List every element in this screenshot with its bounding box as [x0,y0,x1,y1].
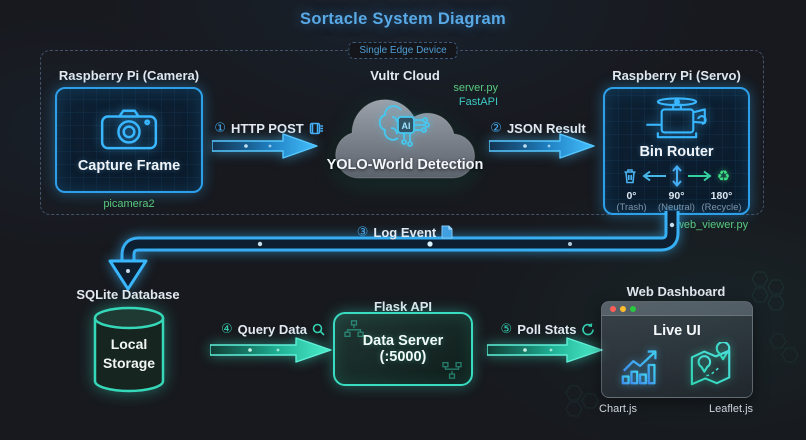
step-number-2: ② [490,120,502,135]
http-post-arrow-label: ① HTTP POST [206,120,332,136]
poll-stats-text: Poll Stats [517,321,577,337]
flask-node-box: Data Server (:5000) [333,312,473,386]
dashboard-tag-leafletjs: Leaflet.js [708,403,754,415]
map-icon [690,342,731,386]
servo-node-title: Raspberry Pi (Servo) [612,68,741,83]
document-icon [441,225,453,239]
single-edge-device-badge: Single Edge Device [348,42,458,59]
log-event-pipe [108,211,680,291]
dashboard-node-label: Live UI [653,323,701,339]
cloud-node-title: Vultr Cloud [370,68,440,83]
angle-neutral-name: (Neutral) [658,202,695,213]
flask-node-title: Flask API [373,299,433,314]
hex-pattern-decoration [751,271,785,311]
query-data-text: Query Data [237,321,308,337]
sitemap-icon [344,320,364,338]
window-close-dot [610,305,616,312]
servo-node-label: Bin Router [639,144,714,160]
window-minimize-dot [620,305,626,312]
recycle-icon: ♻ [716,167,731,185]
hex-pattern-decoration [769,333,799,363]
flask-node-label: Data Server [362,333,444,349]
sqlite-node-label: Local Storage [92,335,166,373]
step-number-5: ⑤ [500,321,513,336]
http-post-text: HTTP POST [230,120,304,136]
poll-stats-flow-arrow [487,337,603,363]
ai-brain-icon: AI [378,105,430,147]
cloud-shape [335,99,475,179]
angle-trash-name: (Trash) [616,202,647,213]
servo-node-sublabel: web_viewer.py [675,219,749,231]
window-maximize-dot [630,305,636,312]
refresh-icon [582,322,595,335]
sitemap-icon [442,361,462,379]
angle-trash: 0° [626,190,637,202]
http-post-flow-arrow [212,133,318,159]
servo-node-box: Bin Router ♻ 0° (Trash) 90° (Neutral) 18… [603,87,750,215]
page-title: Sortacle System Diagram [300,10,506,28]
browser-title-bar [602,302,752,316]
log-event-text: Log Event [373,224,437,240]
camera-node-sublabel: picamera2 [103,198,155,210]
camera-node-label: Capture Frame [77,158,181,174]
updown-arrow-icon [672,165,682,187]
cloud-node-label: YOLO-World Detection [326,157,484,173]
sqlite-label-line2: Storage [102,354,156,371]
cloud-tag-fastapi: FastAPI [458,96,498,108]
sqlite-label-line1: Local [110,336,148,352]
left-arrow-icon [642,170,666,182]
json-result-arrow-label: ② JSON Result [478,120,598,136]
cloud-tag-serverpy: server.py [453,82,498,94]
right-arrow-icon [687,170,712,182]
angle-recycle: 180° [710,190,733,202]
camera-node-title: Raspberry Pi (Camera) [58,68,200,83]
angle-neutral: 90° [668,190,685,202]
log-event-arrow-label: ③ Log Event [338,224,472,240]
servo-angle-legend: 0° (Trash) 90° (Neutral) 180° (Recycle) [609,190,744,213]
magnifier-icon [312,323,325,336]
poll-stats-arrow-label: ⑤ Poll Stats [492,321,604,337]
svg-text:AI: AI [402,121,411,131]
database-cylinder-icon [93,306,165,393]
query-data-arrow-label: ④ Query Data [210,321,336,337]
step-number-4: ④ [220,321,233,336]
camera-node-box: Capture Frame [55,87,203,193]
json-result-flow-arrow [489,133,595,159]
sqlite-node [92,305,166,395]
hex-pattern-decoration [565,385,599,417]
trash-icon [624,169,636,184]
camera-icon [100,109,158,150]
servo-motor-icon [645,97,707,139]
servo-direction-row: ♻ [623,165,730,187]
cloud-node: AI [322,86,488,183]
film-frame-icon [309,122,323,134]
json-result-text: JSON Result [506,120,586,136]
step-number-3: ③ [356,224,369,239]
angle-recycle-name: (Recycle) [701,202,742,213]
flask-node-port: (:5000) [379,349,427,365]
step-number-1: ① [214,120,226,135]
dashboard-tag-chartjs: Chart.js [599,403,637,415]
dashboard-widgets [602,339,752,388]
dashboard-node-title: Web Dashboard [626,284,726,299]
dashboard-browser-window: Live UI [601,301,753,398]
query-data-flow-arrow [210,337,332,363]
sqlite-node-title: SQLite Database [76,287,180,302]
chart-icon [621,350,657,385]
